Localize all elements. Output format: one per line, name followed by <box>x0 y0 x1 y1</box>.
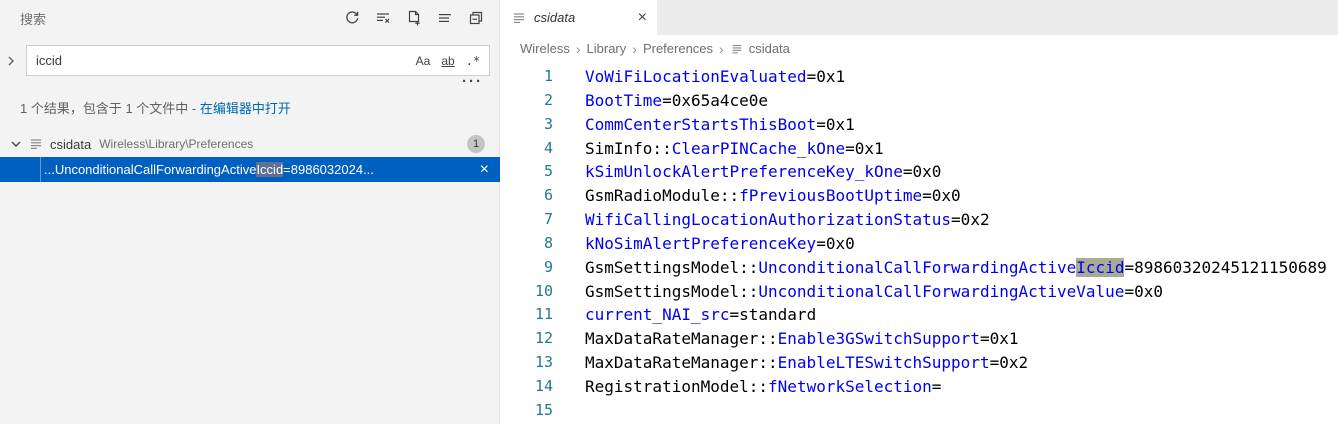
whole-word-toggle[interactable]: ab <box>441 53 455 68</box>
chevron-right-icon: › <box>719 40 724 57</box>
code-line[interactable]: 3 CommCenterStartsThisBoot=0x1 <box>501 113 1338 137</box>
refresh-icon[interactable] <box>341 7 363 29</box>
line-number: 10 <box>534 281 553 300</box>
open-in-editor-link[interactable]: 在编辑器中打开 <box>199 101 291 116</box>
chevron-right-icon: › <box>575 40 581 57</box>
line-number: 4 <box>543 138 553 157</box>
file-result-group[interactable]: csidata Wireless\Library\Preferences 1 <box>0 132 500 156</box>
file-name: csidata <box>50 136 92 152</box>
code-line[interactable]: 12 MaxDataRateManager::Enable3GSwitchSupp… <box>501 327 1338 351</box>
line-number: 9 <box>543 257 553 276</box>
line-text: GsmSettingsModel::UnconditionalCallForwa… <box>585 281 1163 301</box>
editor-group: csidata × Wireless › Library › Preferenc… <box>501 0 1338 424</box>
line-number: 13 <box>534 353 553 372</box>
line-number: 15 <box>534 400 553 419</box>
code-line[interactable]: 11 current_NAI_src=standard <box>501 303 1338 327</box>
line-number: 11 <box>534 305 553 324</box>
code-line[interactable]: 1 VoWiFiLocationEvaluated=0x1 <box>501 65 1338 89</box>
line-number: 6 <box>543 186 553 205</box>
line-text: MaxDataRateManager::Enable3GSwitchSuppor… <box>585 329 1019 349</box>
line-number: 8 <box>543 233 553 252</box>
clear-search-results-icon[interactable] <box>372 7 394 29</box>
match-case-toggle[interactable]: Aa <box>415 53 431 68</box>
line-text: current_NAI_src=standard <box>585 305 817 325</box>
line-number: 3 <box>543 114 553 133</box>
open-new-search-editor-icon[interactable] <box>403 7 425 29</box>
collapse-all-icon[interactable] <box>465 7 487 29</box>
line-number: 5 <box>543 162 553 181</box>
line-text: GsmSettingsModel::UnconditionalCallForwa… <box>585 257 1327 277</box>
line-text: WifiCallingLocationAuthorizationStatus=0… <box>585 210 990 230</box>
search-sidebar: 搜索 iccid Aa ab .* ··· 1 个结果，包含于 1 个文件中 -… <box>0 0 500 424</box>
file-icon <box>511 10 527 26</box>
chevron-down-icon[interactable] <box>8 136 24 152</box>
code-line[interactable]: 4 SimInfo::ClearPINCache_kOne=0x1 <box>501 137 1338 161</box>
search-options: Aa ab .* <box>412 51 484 71</box>
search-result-row[interactable]: ...UnconditionalCallForwardingActiveIcci… <box>0 157 500 182</box>
code-line[interactable]: 9 GsmSettingsModel::UnconditionalCallForw… <box>501 256 1338 280</box>
line-text: kNoSimAlertPreferenceKey=0x0 <box>585 233 855 253</box>
file-icon <box>730 42 744 56</box>
breadcrumb-item-library[interactable]: Library <box>586 41 627 56</box>
line-number: 2 <box>543 90 553 109</box>
code-line[interactable]: 15 <box>501 399 1338 423</box>
results-summary-text: 1 个结果，包含于 1 个文件中 - <box>20 101 200 116</box>
tab-title: csidata <box>534 10 576 25</box>
view-as-list-icon[interactable] <box>434 7 456 29</box>
close-tab-icon[interactable]: × <box>637 8 647 26</box>
breadcrumb-item-wireless[interactable]: Wireless <box>520 41 570 56</box>
code-line[interactable]: 14 RegistrationModel::fNetworkSelection= <box>501 375 1338 399</box>
breadcrumb-item-csidata[interactable]: csidata <box>730 41 790 56</box>
search-input-value[interactable]: iccid <box>36 53 63 68</box>
editor-match-highlight: Iccid <box>1076 257 1125 277</box>
line-number: 1 <box>543 67 553 85</box>
chevron-right-icon: › <box>632 40 637 57</box>
result-match-highlight: Iccid <box>256 162 284 177</box>
tree-indent-guide <box>40 157 41 182</box>
code-line[interactable]: 5 kSimUnlockAlertPreferenceKey_kOne=0x0 <box>501 160 1338 184</box>
tab-strip: csidata × <box>501 0 1338 35</box>
results-summary: 1 个结果，包含于 1 个文件中 - 在编辑器中打开 <box>20 98 291 117</box>
code-area[interactable]: 1 VoWiFiLocationEvaluated=0x1 2 BootTime=0x… <box>501 62 1338 424</box>
line-text: MaxDataRateManager::EnableLTESwitchSuppo… <box>585 353 1029 373</box>
line-text: GsmRadioModule::fPreviousBootUptime=0x0 <box>585 186 961 206</box>
line-text: BootTime=0x65a4ce0e <box>585 90 769 110</box>
code-line[interactable]: 2 BootTime=0x65a4ce0e <box>501 89 1338 113</box>
file-icon <box>28 136 44 152</box>
line-text: RegistrationModel::fNetworkSelection= <box>585 376 942 396</box>
code-line[interactable]: 8 kNoSimAlertPreferenceKey=0x0 <box>501 232 1338 256</box>
breadcrumb: Wireless › Library › Preferences › csida… <box>501 35 1338 62</box>
line-text: SimInfo::ClearPINCache_kOne=0x1 <box>585 138 884 158</box>
search-result-text: ...UnconditionalCallForwardingActiveIcci… <box>44 162 374 177</box>
line-number: 7 <box>543 210 553 229</box>
search-input[interactable]: iccid Aa ab .* <box>26 45 490 76</box>
line-text: kSimUnlockAlertPreferenceKey_kOne=0x0 <box>585 162 942 182</box>
dismiss-result-icon[interactable]: × <box>479 160 489 178</box>
match-count-badge: 1 <box>467 135 485 153</box>
toggle-replace-chevron-icon[interactable] <box>3 53 19 69</box>
breadcrumb-item-preferences[interactable]: Preferences <box>642 41 714 56</box>
code-line[interactable]: 13 MaxDataRateManager::EnableLTESwitchSup… <box>501 351 1338 375</box>
code-line[interactable]: 7 WifiCallingLocationAuthorizationStatus=… <box>501 208 1338 232</box>
line-number: 12 <box>534 329 553 348</box>
line-number: 14 <box>534 376 553 395</box>
line-text: CommCenterStartsThisBoot=0x1 <box>585 114 855 134</box>
toggle-search-details-icon[interactable]: ··· <box>462 73 483 90</box>
search-toolbar <box>341 7 487 29</box>
tab-csidata[interactable]: csidata × <box>501 0 657 35</box>
code-line[interactable]: 6 GsmRadioModule::fPreviousBootUptime=0x0 <box>501 184 1338 208</box>
line-text: VoWiFiLocationEvaluated=0x1 <box>585 67 846 86</box>
file-path: Wireless\Library\Preferences <box>99 137 254 151</box>
code-line[interactable]: 10 GsmSettingsModel::UnconditionalCallFor… <box>501 280 1338 304</box>
regex-toggle[interactable]: .* <box>465 53 481 68</box>
sidebar-title: 搜索 <box>20 12 47 27</box>
